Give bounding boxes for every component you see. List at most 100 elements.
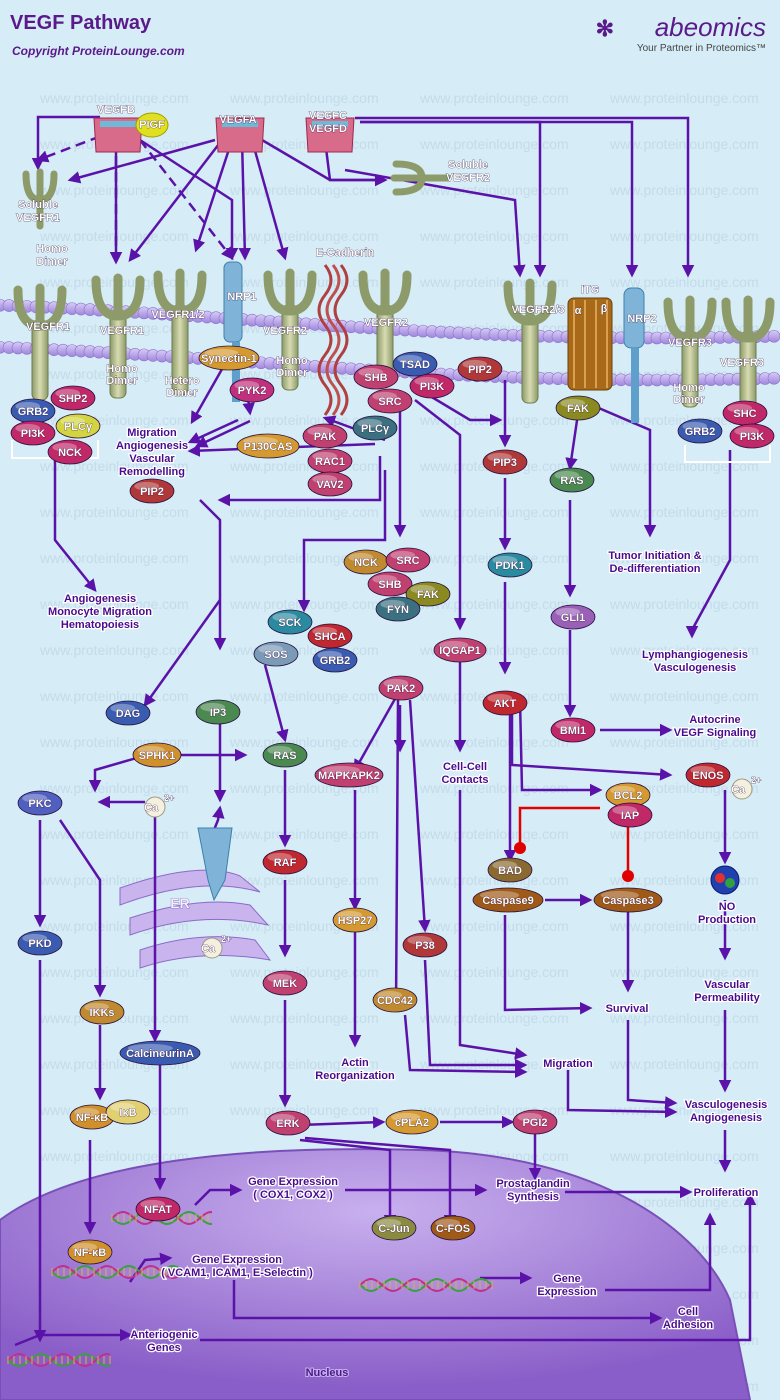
molecule-dag[interactable]	[105, 700, 151, 726]
molecule-src_b[interactable]	[385, 547, 431, 573]
molecule-grb2b[interactable]	[677, 418, 723, 444]
molecule-plcg_a[interactable]	[55, 413, 101, 439]
molecule-raf[interactable]	[262, 849, 308, 875]
integrin-itg[interactable]	[567, 297, 613, 391]
signal-arrow	[53, 458, 97, 592]
signal-arrow	[403, 1014, 528, 1079]
receptor-vegfr12[interactable]	[153, 268, 207, 396]
calcium-label: Ca	[144, 802, 159, 814]
molecule-enos[interactable]	[685, 762, 731, 788]
receptor-vegfr1[interactable]	[13, 283, 67, 401]
molecule-ip3[interactable]	[195, 699, 241, 725]
molecule-hsp27[interactable]	[332, 907, 378, 933]
outcome-migration-angio: Vascular	[129, 453, 175, 465]
molecule-pi3kb[interactable]	[409, 373, 455, 399]
molecule-akt[interactable]	[482, 690, 528, 716]
brand-logo[interactable]: abeomics	[654, 12, 766, 42]
receptor-vegfr1-dimer[interactable]	[91, 273, 145, 399]
molecule-erk[interactable]	[265, 1110, 311, 1136]
molecule-gli1[interactable]	[550, 604, 596, 630]
molecule-bad[interactable]	[487, 857, 533, 883]
e-cadherin[interactable]	[317, 264, 349, 416]
molecule-pip2_a[interactable]	[129, 478, 175, 504]
molecule-casp9[interactable]	[472, 887, 544, 913]
ligand-vegfcd[interactable]	[305, 117, 355, 153]
molecule-ikb[interactable]	[105, 1099, 151, 1125]
molecule-iap[interactable]	[607, 802, 653, 828]
molecule-ras_a[interactable]	[549, 467, 595, 493]
molecule-vav2[interactable]	[307, 471, 353, 497]
molecule-mapkapk2[interactable]	[314, 762, 384, 788]
molecule-label-pgi2: PGI2	[522, 1117, 547, 1129]
molecule-label-erk: ERK	[276, 1118, 299, 1130]
receptor-vegfr3[interactable]	[721, 295, 775, 408]
molecule-nck_a[interactable]	[47, 439, 93, 465]
molecule-casp3[interactable]	[593, 887, 663, 913]
molecule-cfos[interactable]	[430, 1215, 476, 1241]
molecule-sck[interactable]	[267, 609, 313, 635]
molecule-p38[interactable]	[402, 932, 448, 958]
soluble-vegfr2[interactable]	[390, 160, 452, 196]
receptor-vegfr2-dimer[interactable]	[263, 268, 317, 391]
molecule-fak_a[interactable]	[555, 395, 601, 421]
molecule-nfkb_b[interactable]	[67, 1239, 113, 1265]
copyright-link[interactable]: ProteinLounge.com	[72, 44, 185, 58]
molecule-cpla2[interactable]	[385, 1109, 439, 1135]
molecule-pgi2[interactable]	[512, 1109, 558, 1135]
molecule-fyn[interactable]	[375, 596, 421, 622]
molecule-mek[interactable]	[262, 970, 308, 996]
molecule-pip2_b[interactable]	[457, 356, 503, 382]
molecule-cdc42[interactable]	[372, 987, 418, 1013]
molecule-src_a[interactable]	[367, 388, 413, 414]
molecule-plcg_b[interactable]	[352, 415, 398, 441]
watermark-text: www.proteinlounge.com	[229, 734, 379, 750]
molecule-pdk1[interactable]	[487, 552, 533, 578]
molecule-sos[interactable]	[253, 641, 299, 667]
ligand-pigf[interactable]	[135, 112, 169, 138]
molecule-pkd[interactable]	[17, 930, 63, 956]
molecule-pak2[interactable]	[378, 675, 424, 701]
molecule-pip3[interactable]	[482, 449, 528, 475]
molecule-label-pak2: PAK2	[387, 683, 416, 695]
outcome-cell-contacts: Cell-Cell	[443, 761, 487, 773]
molecule-cjun[interactable]	[371, 1215, 417, 1241]
molecule-label-cdc42: CDC42	[377, 995, 413, 1007]
label-r3-homo: Homo	[673, 382, 704, 394]
molecule-p130cas[interactable]	[236, 433, 300, 459]
molecule-pyk2[interactable]	[229, 377, 275, 403]
molecule-calc[interactable]	[119, 1040, 201, 1066]
soluble-vegfr1[interactable]	[22, 168, 58, 230]
molecule-nfat[interactable]	[135, 1196, 181, 1222]
watermark-text: www.proteinlounge.com	[419, 872, 569, 888]
molecule-bmi1[interactable]	[550, 717, 596, 743]
molecule-shb_a[interactable]	[353, 364, 399, 390]
molecule-pi3kc[interactable]	[729, 423, 775, 449]
molecule-ras_b[interactable]	[262, 742, 308, 768]
molecule-pak_a[interactable]	[302, 423, 348, 449]
molecule-grb2c[interactable]	[312, 647, 358, 673]
molecule-ikks[interactable]	[79, 999, 125, 1025]
molecule-pi3ka[interactable]	[10, 420, 56, 446]
receptor-vegfr23[interactable]	[503, 278, 557, 404]
molecule-shb_b[interactable]	[367, 571, 413, 597]
receptor-vegfr3-dimer[interactable]	[663, 295, 717, 408]
label-soluble-vegfr2: Soluble	[448, 159, 488, 171]
molecule-syn1[interactable]	[198, 345, 260, 371]
molecule-shp2[interactable]	[50, 385, 96, 411]
molecule-label-nck_b: NCK	[354, 557, 378, 569]
receptor-nrp1[interactable]	[223, 261, 243, 402]
receptor-nrp2[interactable]	[623, 287, 645, 423]
signal-arrow	[139, 139, 234, 260]
molecule-tsad[interactable]	[392, 351, 438, 377]
ip3-receptor[interactable]	[197, 827, 233, 902]
molecule-label-bad: BAD	[498, 865, 522, 877]
molecule-iqgap1[interactable]	[433, 637, 487, 663]
molecule-sphk1[interactable]	[132, 742, 182, 768]
watermark-text: www.proteinlounge.com	[39, 826, 189, 842]
molecule-label-iap: IAP	[621, 810, 639, 822]
molecule-label-sos: SOS	[264, 649, 287, 661]
ligand-vegfa[interactable]	[215, 117, 265, 153]
molecule-fak_b[interactable]	[405, 581, 451, 607]
ligand-vegfb[interactable]	[93, 117, 143, 153]
molecule-pkc[interactable]	[17, 790, 63, 816]
